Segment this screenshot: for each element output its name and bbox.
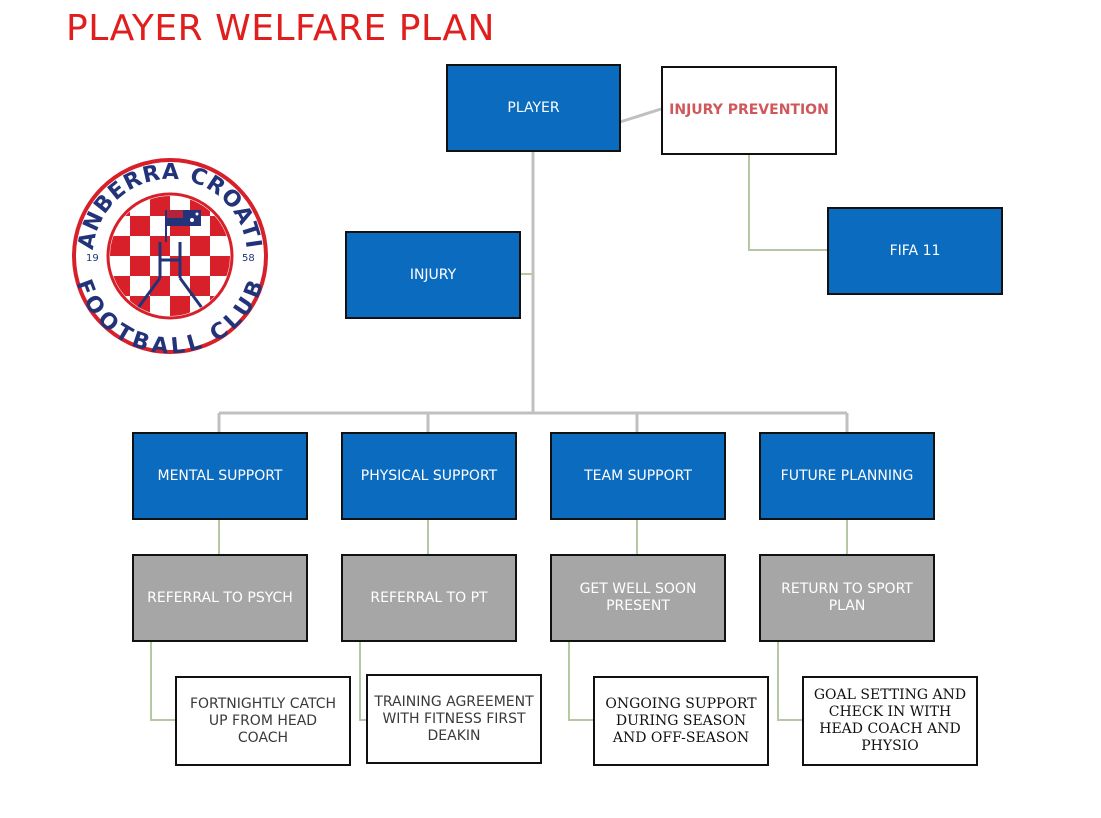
node-physical-support: PHYSICAL SUPPORT [341, 432, 517, 520]
node-get-well-soon: GET WELL SOON PRESENT [550, 554, 726, 642]
node-future-planning: FUTURE PLANNING [759, 432, 935, 520]
node-fifa11: FIFA 11 [827, 207, 1003, 295]
connector-present-ongoing [568, 641, 594, 721]
node-training-agreement: TRAINING AGREEMENT WITH FITNESS FIRST DE… [366, 674, 542, 764]
node-return-to-sport: RETURN TO SPORT PLAN [759, 554, 935, 642]
connector-pt-training [359, 641, 367, 721]
connector-player-prevention [619, 107, 662, 124]
connector-plan-goal [777, 641, 803, 721]
page-title: PLAYER WELFARE PLAN [66, 8, 495, 49]
node-referral-pt: REFERRAL TO PT [341, 554, 517, 642]
connector-prevention-fifa [748, 154, 828, 251]
logo-year-left: 19 [86, 253, 99, 264]
logo-year-right: 58 [242, 253, 255, 264]
australian-flag-icon [165, 210, 201, 242]
checkerboard-crest [110, 196, 230, 316]
node-injury-prevention: INJURY PREVENTION [661, 66, 837, 155]
node-fortnightly: FORTNIGHTLY CATCH UP FROM HEAD COACH [175, 676, 351, 766]
node-injury: INJURY [345, 231, 521, 319]
node-player: PLAYER [446, 64, 621, 152]
node-team-support: TEAM SUPPORT [550, 432, 726, 520]
node-referral-psych: REFERRAL TO PSYCH [132, 554, 308, 642]
node-mental-support: MENTAL SUPPORT [132, 432, 308, 520]
club-logo: CANBERRA CROATIA FOOTBALL CLUB 19 58 [66, 158, 268, 354]
goal-post-icon [136, 242, 204, 309]
connector-psych-fortnightly [150, 641, 176, 721]
node-ongoing-support: ONGOING SUPPORT DURING SEASON AND OFF-SE… [593, 676, 769, 766]
node-goal-setting: GOAL SETTING AND CHECK IN WITH HEAD COAC… [802, 676, 978, 766]
